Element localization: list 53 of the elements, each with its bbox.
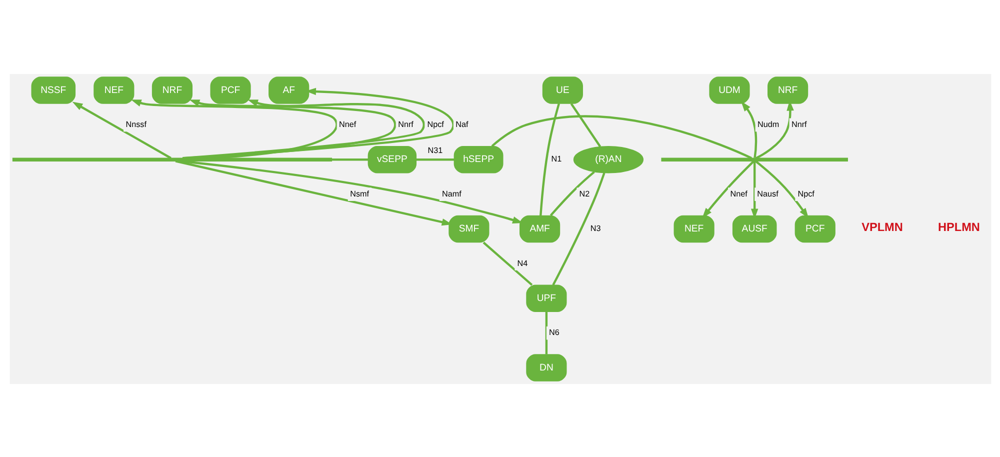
edge-label: N6 xyxy=(548,328,559,337)
node-box: vSEPP xyxy=(367,145,416,173)
edge-label: Nausf xyxy=(756,188,778,198)
node-ellipse: (R)AN xyxy=(572,145,643,173)
edge-label: Npcf xyxy=(426,119,444,128)
node-box: DN xyxy=(526,354,566,381)
label: VPLMN xyxy=(861,220,902,234)
node-box: AUSF xyxy=(732,214,776,242)
arrow xyxy=(130,99,338,159)
node-box: NEF xyxy=(673,214,714,242)
node-box: PCF xyxy=(794,214,835,242)
connector xyxy=(570,102,601,147)
edge-label: N3 xyxy=(590,224,600,233)
arrow xyxy=(702,160,754,218)
node-box: AMF xyxy=(519,214,560,242)
connector xyxy=(482,241,532,286)
node-box: UDM xyxy=(708,76,750,104)
connector xyxy=(416,158,454,160)
edge-label: Nnrf xyxy=(398,119,413,128)
connector xyxy=(331,158,368,160)
arrow xyxy=(174,160,452,226)
label: HPLMN xyxy=(938,220,980,234)
edge-label: Nnssf xyxy=(125,119,146,128)
node-box: PCF xyxy=(210,76,250,104)
node-box: NEF xyxy=(93,76,134,104)
arrow xyxy=(740,100,757,158)
edge-label: Namf xyxy=(442,188,461,198)
edge-label: Naf xyxy=(455,119,468,128)
connector xyxy=(539,102,560,216)
edge-label: Npcf xyxy=(797,188,814,198)
node-bar xyxy=(12,157,332,161)
edge-label: Nnef xyxy=(730,188,747,198)
edge-label: N4 xyxy=(516,258,528,268)
arrow xyxy=(72,101,171,159)
node-box: SMF xyxy=(448,214,489,242)
edge-label: N2 xyxy=(578,188,590,198)
node-box: NRF xyxy=(767,76,808,104)
node-box: hSEPP xyxy=(453,145,503,173)
node-box: NSSF xyxy=(30,76,76,104)
node-box: UE xyxy=(542,76,582,104)
node-bar xyxy=(660,157,848,161)
node-box: UPF xyxy=(526,284,566,312)
node-box: AF xyxy=(268,76,309,104)
edge-label: Nnrf xyxy=(790,119,806,128)
edge-label: N1 xyxy=(550,154,562,164)
connector xyxy=(544,311,548,354)
edge-label: Nnef xyxy=(338,119,356,128)
node-box: NRF xyxy=(151,76,192,104)
edge-label: N31 xyxy=(427,145,442,154)
edge-label: Nsmf xyxy=(350,188,369,198)
connector xyxy=(490,114,752,159)
edge-label: Nudm xyxy=(757,119,779,128)
connector xyxy=(549,170,594,216)
